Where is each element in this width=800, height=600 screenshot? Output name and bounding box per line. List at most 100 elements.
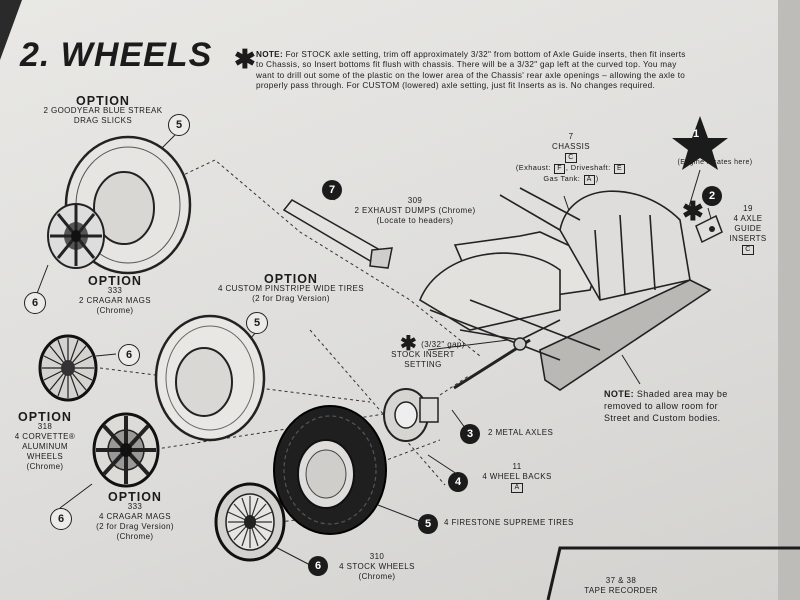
option-cragar-chrome-line1: 2 CRAGAR MAGS bbox=[79, 296, 151, 305]
part-tree-box: F bbox=[554, 164, 565, 174]
note-star: ✱ bbox=[234, 44, 256, 74]
part-tree-box: A bbox=[583, 175, 595, 185]
option-heading: OPTION bbox=[264, 272, 318, 286]
pinstripe-wide-tire-drawing bbox=[154, 314, 266, 442]
exhaust-dump-drawing bbox=[282, 199, 393, 269]
corvette-wheel-drawing bbox=[38, 334, 98, 402]
option-corvette-label: OPTION 318 4 CORVETTE® ALUMINUM WHEELS (… bbox=[4, 410, 86, 472]
step-6-marker: 6 bbox=[50, 508, 72, 530]
firestone-tire-drawing bbox=[273, 405, 387, 535]
step-3-marker: 3 bbox=[460, 424, 480, 444]
shaded-note-line2: removed to allow room for bbox=[604, 401, 719, 411]
stock-wheel-drawing bbox=[214, 482, 286, 562]
page-corner-shadow bbox=[0, 0, 22, 60]
engine-star-marker bbox=[672, 116, 728, 170]
part-tree-box: C bbox=[565, 153, 577, 163]
shaded-note-line1: Shaded area may be bbox=[636, 389, 728, 399]
option-cragar-drag-line3: (Chrome) bbox=[116, 532, 154, 541]
axle-guide-line1: 4 AXLE bbox=[733, 214, 763, 223]
stock-axle-note: NOTE: For STOCK axle setting, trim off a… bbox=[256, 50, 686, 92]
part-tree-box: E bbox=[614, 164, 626, 174]
option-goodyear-label: OPTION 2 GOODYEAR BLUE STREAK DRAG SLICK… bbox=[28, 94, 178, 126]
chassis-gas-label: Gas Tank: bbox=[543, 174, 581, 183]
part-tree-box: C bbox=[742, 245, 754, 255]
tape-recorder-label: 37 & 38 TAPE RECORDER bbox=[576, 576, 666, 596]
part-number: 37 & 38 bbox=[605, 576, 637, 585]
goodyear-drag-slick-drawing bbox=[47, 135, 192, 275]
option-goodyear-line1: 2 GOODYEAR BLUE STREAK bbox=[43, 106, 163, 115]
metal-axles-label: 2 METAL AXLES bbox=[488, 428, 554, 437]
stock-wheels-line1: 4 STOCK WHEELS bbox=[339, 562, 415, 571]
option-heading: OPTION bbox=[108, 490, 162, 504]
step-5-marker: 5 bbox=[418, 514, 438, 534]
next-section-border bbox=[546, 546, 800, 600]
option-pinstripe-line1: 4 CUSTOM PINSTRIPE WIDE TIRES bbox=[218, 284, 364, 293]
note-label: NOTE: bbox=[256, 50, 283, 59]
option-heading: OPTION bbox=[88, 274, 142, 288]
stock-insert-line2: SETTING bbox=[404, 360, 442, 369]
part-number: 11 bbox=[512, 462, 522, 471]
option-goodyear-line2: DRAG SLICKS bbox=[73, 116, 133, 125]
stock-insert-star: ✱ bbox=[400, 333, 417, 355]
cragar-mag-drawing bbox=[92, 412, 160, 488]
stock-wheels-line2: (Chrome) bbox=[358, 572, 396, 581]
option-heading: OPTION bbox=[18, 410, 72, 424]
option-pinstripe-line2: (2 for Drag Version) bbox=[252, 294, 330, 303]
stock-insert-label: (3/32" gap) STOCK INSERT SETTING bbox=[368, 340, 478, 370]
axle-guide-inserts-label: 19 4 AXLE GUIDE INSERTS C bbox=[722, 204, 774, 255]
option-cragar-drag-line2: (2 for Drag Version) bbox=[96, 522, 174, 531]
axle-guide-star: ✱ bbox=[682, 196, 704, 226]
note-text: For STOCK axle setting, trim off approxi… bbox=[256, 50, 686, 91]
stock-insert-line1: STOCK INSERT bbox=[391, 350, 455, 359]
step-6-marker: 6 bbox=[24, 292, 46, 314]
page-title: 2. WHEELS bbox=[20, 36, 213, 74]
exhaust-line1: 2 EXHAUST DUMPS (Chrome) bbox=[354, 206, 476, 215]
part-number: 318 bbox=[37, 422, 53, 431]
chassis-label: 7 CHASSIS C (Exhaust: F, Driveshaft: E G… bbox=[496, 132, 646, 185]
part-number: 7 bbox=[568, 132, 574, 141]
part-number: 19 bbox=[743, 204, 753, 213]
option-cragar-chrome-line2: (Chrome) bbox=[96, 306, 134, 315]
gap-note: (3/32" gap) bbox=[421, 340, 465, 349]
option-cragar-chrome-label: OPTION 333 2 CRAGAR MAGS (Chrome) bbox=[60, 274, 170, 316]
exhaust-line2: (Locate to headers) bbox=[376, 216, 454, 225]
chassis-drawing bbox=[419, 187, 712, 391]
option-corvette-line2: ALUMINUM bbox=[22, 442, 68, 451]
axle-guide-line2: GUIDE bbox=[734, 224, 762, 233]
stock-wheels-label: 310 4 STOCK WHEELS (Chrome) bbox=[332, 552, 422, 582]
option-pinstripe-label: OPTION 4 CUSTOM PINSTRIPE WIDE TIRES (2 … bbox=[196, 272, 386, 304]
option-heading: OPTION bbox=[76, 94, 130, 108]
part-number: 333 bbox=[127, 502, 143, 511]
option-corvette-line1: 4 CORVETTE® bbox=[14, 432, 76, 441]
exhaust-dumps-label: 309 2 EXHAUST DUMPS (Chrome) (Locate to … bbox=[340, 196, 490, 226]
step-1-marker: 1 bbox=[693, 128, 700, 140]
wheel-backs-text: 4 WHEEL BACKS bbox=[482, 472, 552, 481]
step-2-marker: 2 bbox=[702, 186, 722, 206]
part-tree-box: A bbox=[511, 483, 523, 493]
tape-recorder-text: TAPE RECORDER bbox=[584, 586, 658, 595]
part-number: 310 bbox=[369, 552, 385, 561]
axle-end bbox=[513, 337, 527, 351]
step-5-marker: 5 bbox=[168, 114, 190, 136]
step-6-marker: 6 bbox=[118, 344, 140, 366]
step-7-marker: 7 bbox=[322, 180, 342, 200]
chassis-driveshaft-label: , Driveshaft: bbox=[565, 163, 611, 172]
option-corvette-line3: WHEELS bbox=[26, 452, 64, 461]
shaded-note-line3: Street and Custom bodies. bbox=[604, 413, 721, 423]
engine-locates-label: (Engine locates here) bbox=[677, 159, 753, 166]
shaded-note-label: NOTE: bbox=[604, 389, 634, 399]
step-5-marker: 5 bbox=[246, 312, 268, 334]
axle-guide-line3: INSERTS bbox=[729, 234, 767, 243]
wheel-back-drawing bbox=[383, 388, 439, 442]
option-cragar-drag-label: OPTION 333 4 CRAGAR MAGS (2 for Drag Ver… bbox=[80, 490, 190, 542]
shaded-area-note: NOTE: Shaded area may be removed to allo… bbox=[604, 388, 728, 424]
option-corvette-line4: (Chrome) bbox=[26, 462, 64, 471]
chassis-name: CHASSIS bbox=[552, 142, 590, 151]
firestone-tires-label: 4 FIRESTONE SUPREME TIRES bbox=[444, 518, 574, 527]
step-4-marker: 4 bbox=[448, 472, 468, 492]
chassis-exhaust-label: (Exhaust: bbox=[515, 163, 551, 172]
page-edge bbox=[778, 0, 800, 600]
wheel-backs-label: 11 4 WHEEL BACKS A bbox=[472, 462, 562, 493]
